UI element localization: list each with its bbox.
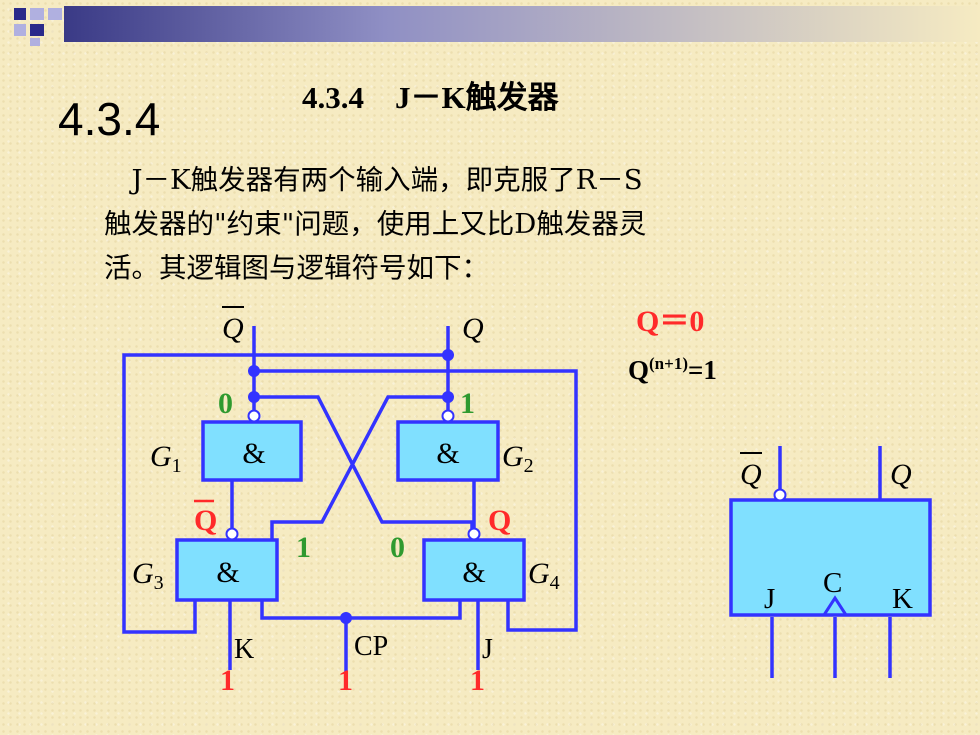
value-cross-1: 1 (296, 531, 311, 564)
value-cross-0: 0 (390, 531, 405, 564)
value-g2-out: 1 (460, 387, 475, 420)
paragraph-line: 活。其逻辑图与逻辑符号如下： (104, 252, 489, 284)
value-g1-out: 0 (218, 387, 233, 420)
junction-dot (248, 365, 260, 377)
input-cp-label: CP (354, 631, 388, 662)
jk-logic-symbol: Q Q J C K (729, 446, 932, 678)
gate-g4 (422, 538, 526, 602)
junction-dot (442, 391, 454, 403)
value-g3-out: Q (194, 504, 217, 537)
intro-paragraph: J－K触发器有两个输入端，即克服了R－S 触发器的"约束"问题，使用上又比D触发… (104, 158, 894, 290)
wire-qbar-feedback (122, 353, 448, 634)
wire-cross-b (270, 395, 448, 540)
value-g4-out: Q (488, 504, 511, 537)
label-g3: G3 (132, 557, 164, 594)
input-j-label: J (482, 634, 493, 665)
inversion-bubble (441, 409, 455, 423)
value-j: 1 (470, 664, 485, 697)
gate-g1-symbol: & (242, 437, 265, 470)
symbol-qbar-bubble (773, 488, 787, 502)
gate-g1 (201, 420, 303, 482)
symbol-c-label: C (823, 567, 842, 599)
label-g1: G1 (150, 440, 182, 477)
next-state-prefix: Q (628, 355, 650, 385)
gate-g2 (396, 420, 500, 482)
input-k-label: K (234, 634, 254, 665)
q-state-label: Q＝0 (636, 305, 705, 338)
next-state-suffix: =1 (687, 355, 717, 385)
inversion-bubble (467, 527, 481, 541)
section-title: 4.3.4 J－K触发器 (302, 80, 559, 115)
wire-q-feedback (254, 369, 578, 632)
symbol-box (729, 498, 932, 617)
next-state-label: Q(n+1)=1 (628, 354, 717, 386)
value-k: 1 (220, 664, 235, 697)
next-state-sup: (n+1) (649, 354, 688, 373)
paragraph-line: 触发器的"约束"问题，使用上又比D触发器灵 (104, 208, 647, 240)
gate-g4-symbol: & (462, 556, 485, 589)
symbol-q-label: Q (890, 458, 912, 491)
value-cp: 1 (338, 664, 353, 697)
wire-cross-a (254, 395, 474, 531)
gate-g2-symbol: & (436, 437, 459, 470)
symbol-j-label: J (764, 583, 775, 615)
label-g2: G2 (502, 440, 534, 477)
section-number: 4.3.4 (58, 93, 161, 145)
inversion-bubble (225, 527, 239, 541)
label-g4: G4 (528, 557, 560, 594)
top-decor-bar (14, 6, 980, 46)
paragraph-line: J－K触发器有两个输入端，即克服了R－S (104, 164, 643, 196)
wire-cp-bus (260, 600, 462, 620)
gate-g3-symbol: & (216, 556, 239, 589)
output-qbar: Q (222, 312, 244, 345)
junction-dot (340, 612, 352, 624)
symbol-qbar-label: Q (740, 458, 762, 491)
junction-dot (442, 349, 454, 361)
inversion-bubble (247, 409, 261, 423)
output-q: Q (462, 312, 484, 345)
symbol-clock-triangle (822, 595, 848, 616)
symbol-k-label: K (892, 583, 913, 615)
gate-g3 (175, 538, 279, 602)
junction-dot (248, 391, 260, 403)
